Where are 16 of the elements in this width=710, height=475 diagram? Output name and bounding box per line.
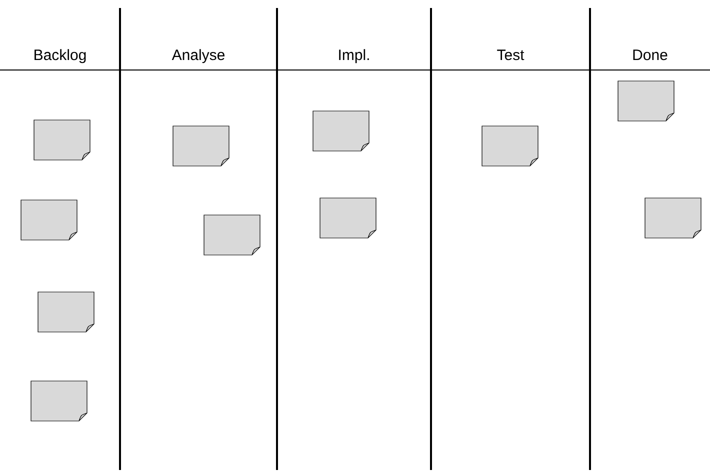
- sticky-note: [482, 126, 538, 166]
- sticky-note: [38, 292, 94, 332]
- sticky-note: [312, 110, 370, 152]
- sticky-note: [30, 380, 88, 422]
- sticky-note: [204, 214, 260, 256]
- sticky-note: [320, 198, 376, 238]
- sticky-note: [644, 198, 702, 238]
- column-header: Backlog: [34, 49, 86, 64]
- column-header: Analyse: [172, 49, 224, 64]
- column-header: Done: [633, 50, 668, 60]
- column-header: Impl.: [339, 49, 369, 64]
- column-header: Test: [497, 50, 524, 60]
- sticky-note: [172, 126, 230, 166]
- sticky-note: [618, 80, 674, 122]
- sticky-note: [34, 120, 90, 160]
- sticky-note: [20, 200, 78, 240]
